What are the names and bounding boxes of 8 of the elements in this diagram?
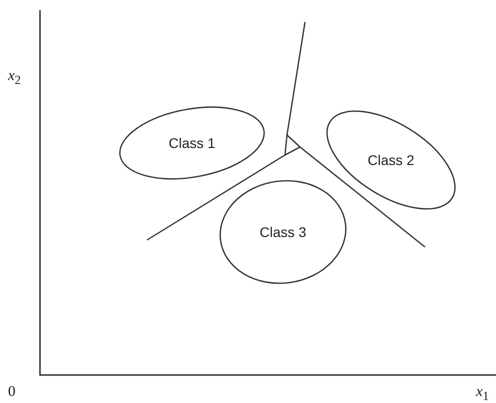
axis-label: x$_{2}$ bbox=[8, 68, 21, 88]
axis-label: x$_{1}$ bbox=[476, 384, 489, 403]
class-ellipse bbox=[118, 106, 266, 180]
origin-label: 0 bbox=[8, 384, 16, 401]
class-label: Class 2 bbox=[366, 152, 416, 168]
class-label: Class 1 bbox=[168, 135, 216, 151]
class-ellipse bbox=[218, 180, 348, 284]
class-label: Class 3 bbox=[258, 224, 308, 240]
